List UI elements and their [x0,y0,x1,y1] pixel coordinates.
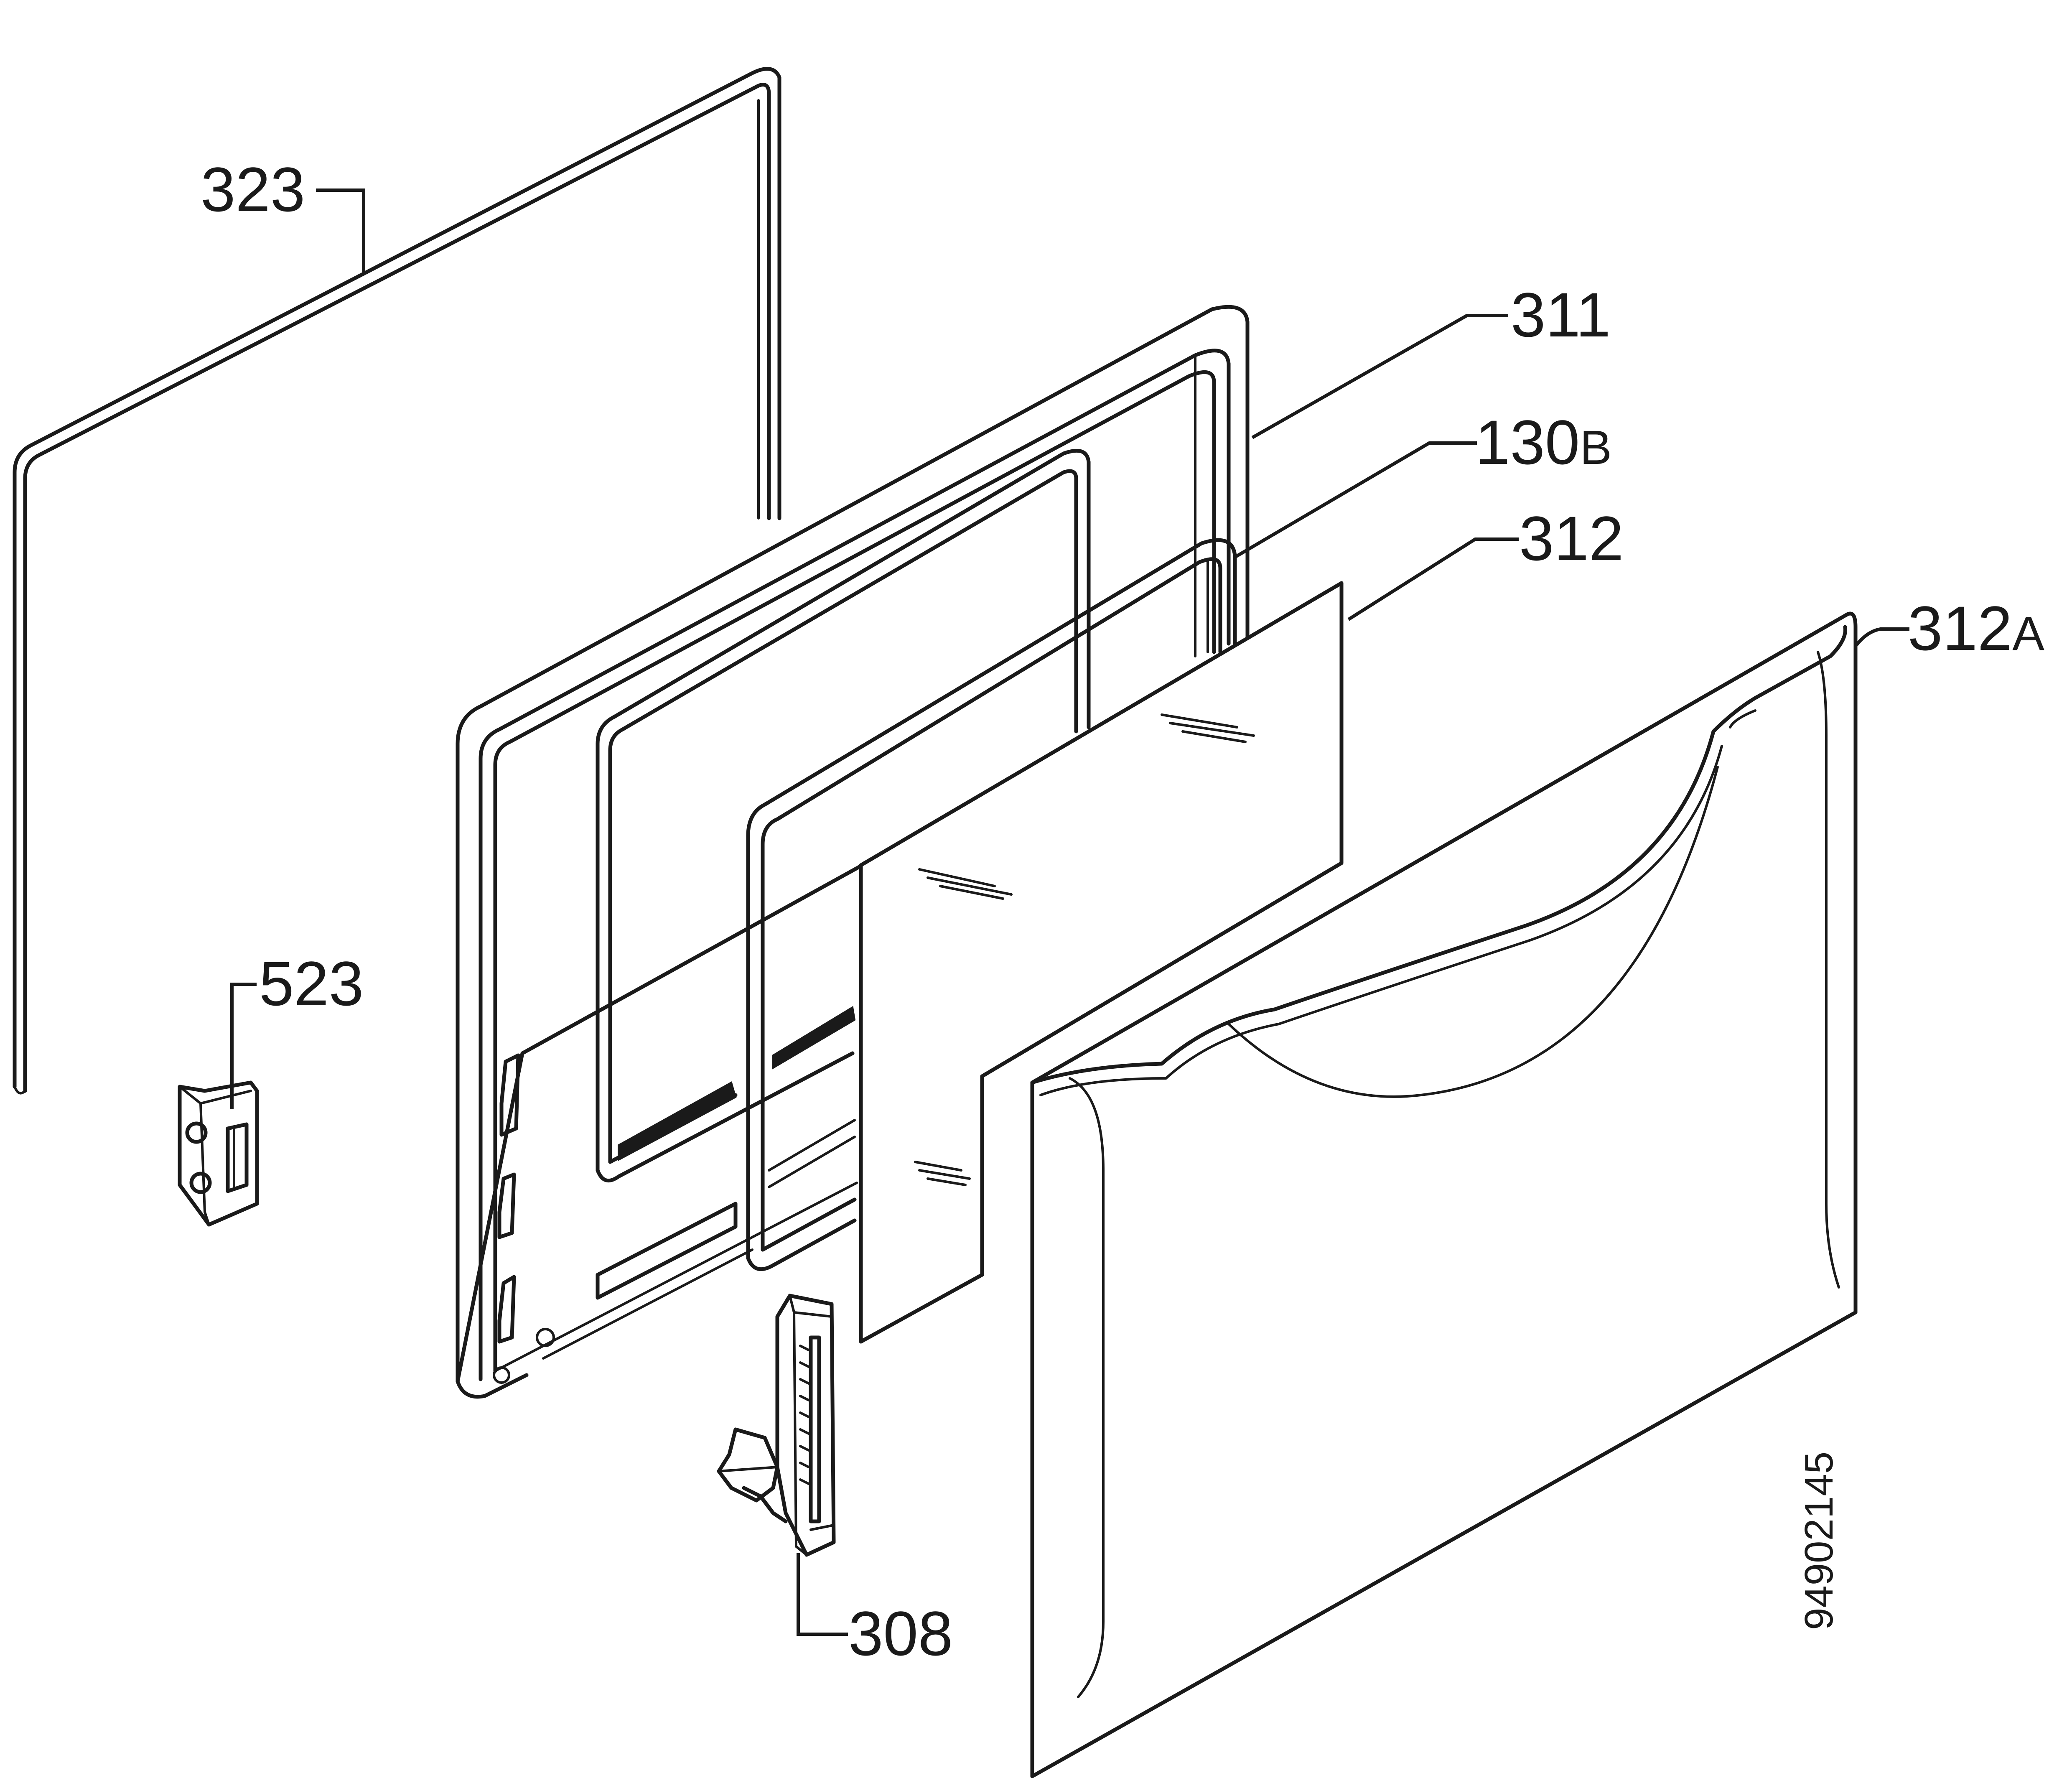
part-312-glass-panel [859,581,1344,1344]
leader-323 [316,188,365,273]
leader-308 [797,1553,848,1636]
callout-312a: 312A [1908,593,2044,663]
callout-523: 523 [259,948,364,1019]
leader-130b [1235,441,1477,558]
callout-311: 311 [1511,280,1611,350]
callout-308: 308 [848,1598,953,1668]
leader-lines [230,188,1909,1636]
callout-130b: 130B [1475,407,1612,477]
inner-window-gasket [596,448,1091,1182]
part-312a-outer-door-panel [1030,611,1858,1778]
part-130b-glass-frame [746,538,1237,1271]
part-308-door-hinge [717,1294,836,1557]
part-523-hinge-bracket [178,1080,259,1227]
leader-312 [1347,537,1519,621]
drawing-reference-number: 94902145 [1797,1452,1841,1630]
callout-323: 323 [201,154,305,224]
part-311-inner-door-frame [456,305,1250,1399]
leader-311 [1251,314,1508,439]
leader-312a [1855,627,1909,646]
callout-312: 312 [1519,503,1624,573]
part-323-door-gasket [13,67,781,1095]
leader-523 [230,983,257,1109]
